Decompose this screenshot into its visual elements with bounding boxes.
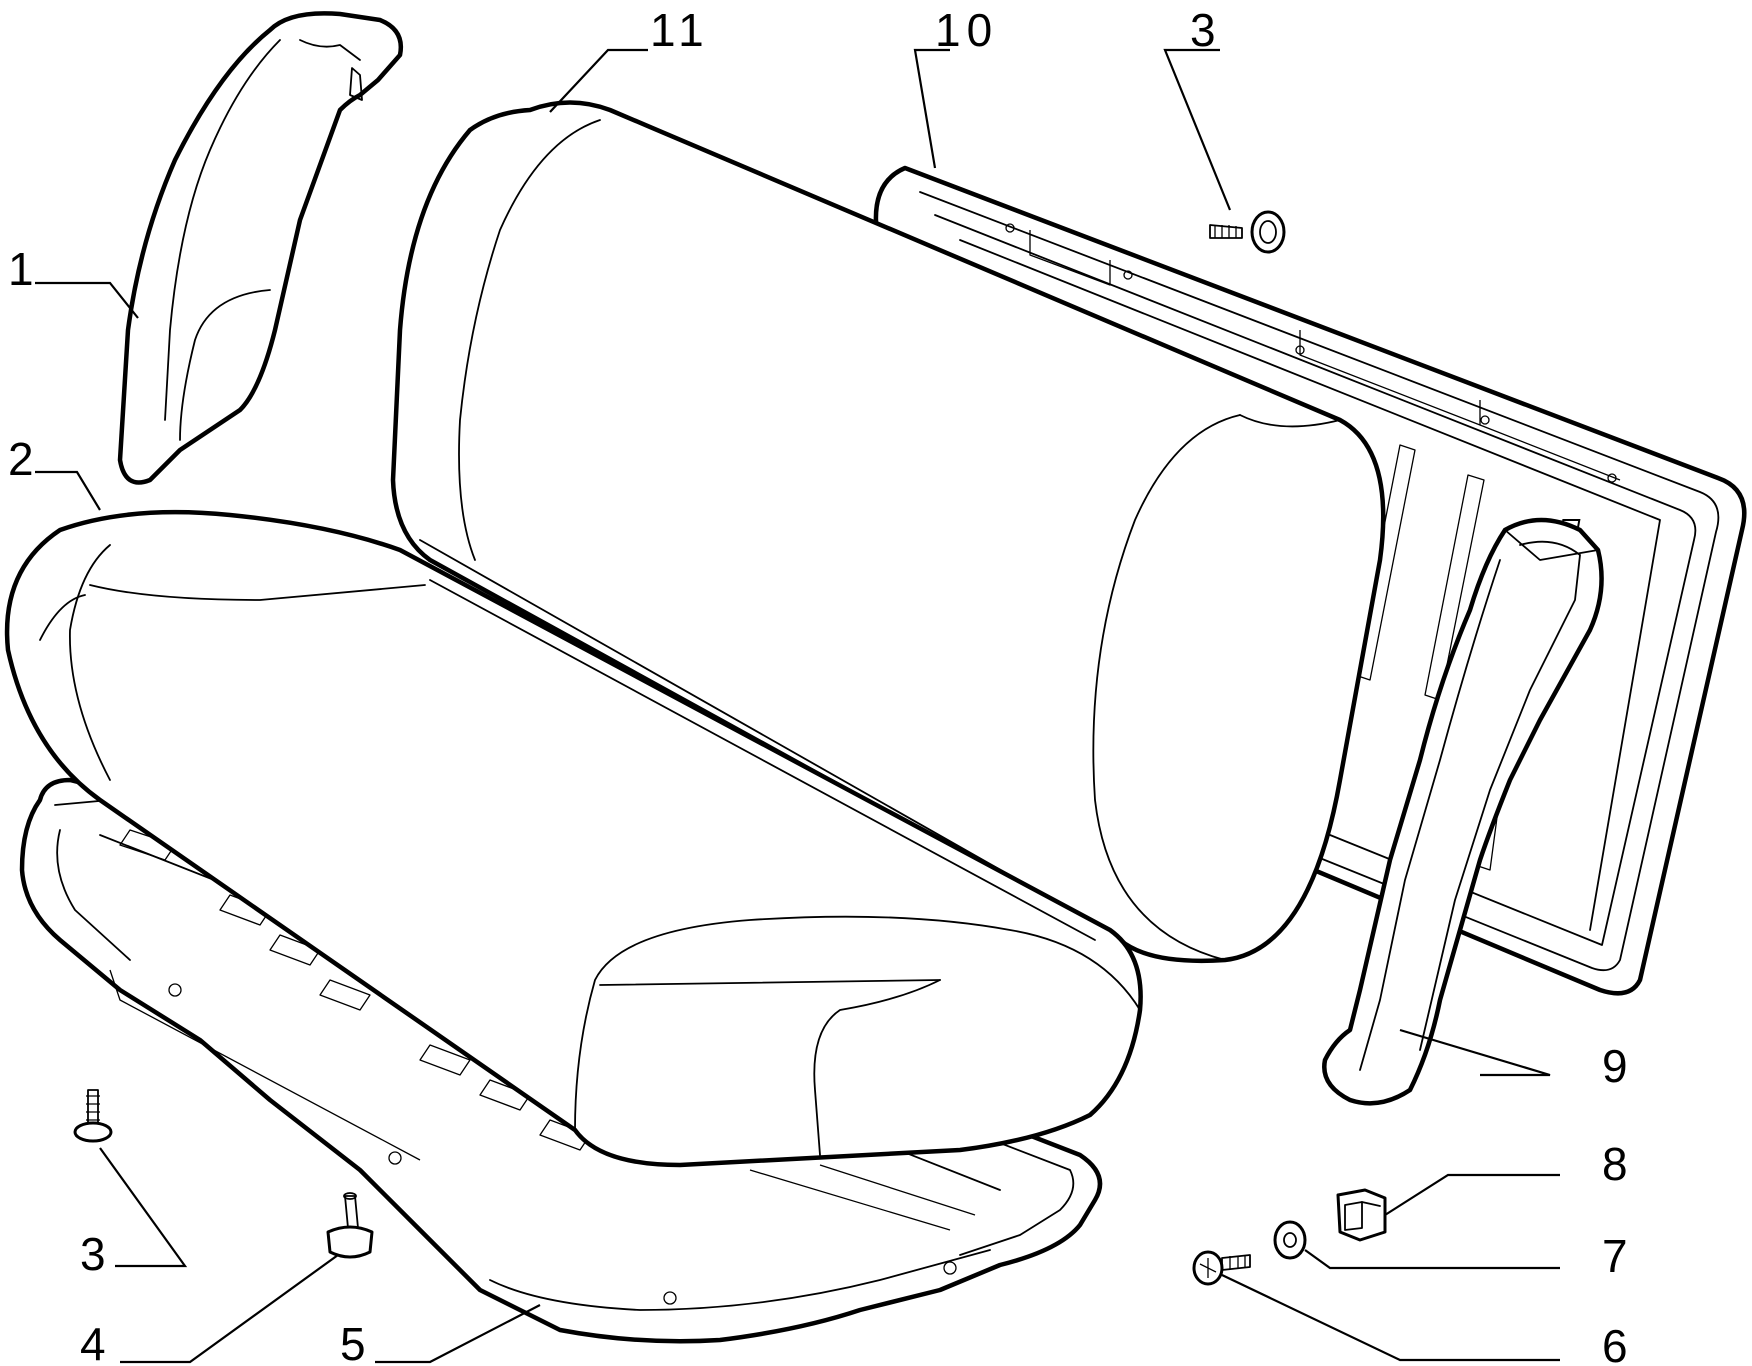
stud-icon	[326, 1192, 374, 1259]
callout-4: 4	[80, 1318, 112, 1366]
leader-lines	[35, 48, 1560, 1364]
callout-11: 11	[650, 4, 710, 56]
screw-left-icon	[73, 1089, 113, 1143]
callout-5: 5	[340, 1318, 372, 1366]
callout-8: 8	[1602, 1138, 1634, 1190]
callout-10: 10	[935, 4, 998, 56]
right-side-trim	[1322, 517, 1604, 1106]
seat-cushion	[4, 509, 1143, 1168]
backrest-cushion	[390, 100, 1386, 964]
callout-7: 7	[1602, 1230, 1634, 1282]
left-side-trim	[117, 11, 404, 485]
callout-2: 2	[8, 433, 40, 485]
callout-labels: 1 2 11 10 3 9 8 7 6 3 4 5	[8, 4, 1634, 1366]
callout-9: 9	[1602, 1040, 1634, 1092]
clip-icon	[1336, 1188, 1387, 1242]
washer-icon	[1273, 1220, 1307, 1260]
callout-3-left: 3	[80, 1228, 112, 1280]
callout-3-top: 3	[1190, 4, 1222, 56]
callout-1: 1	[8, 243, 40, 295]
screw-top-icon	[1209, 210, 1286, 254]
callout-6: 6	[1602, 1320, 1634, 1366]
screw-bottom-icon	[1192, 1250, 1251, 1286]
